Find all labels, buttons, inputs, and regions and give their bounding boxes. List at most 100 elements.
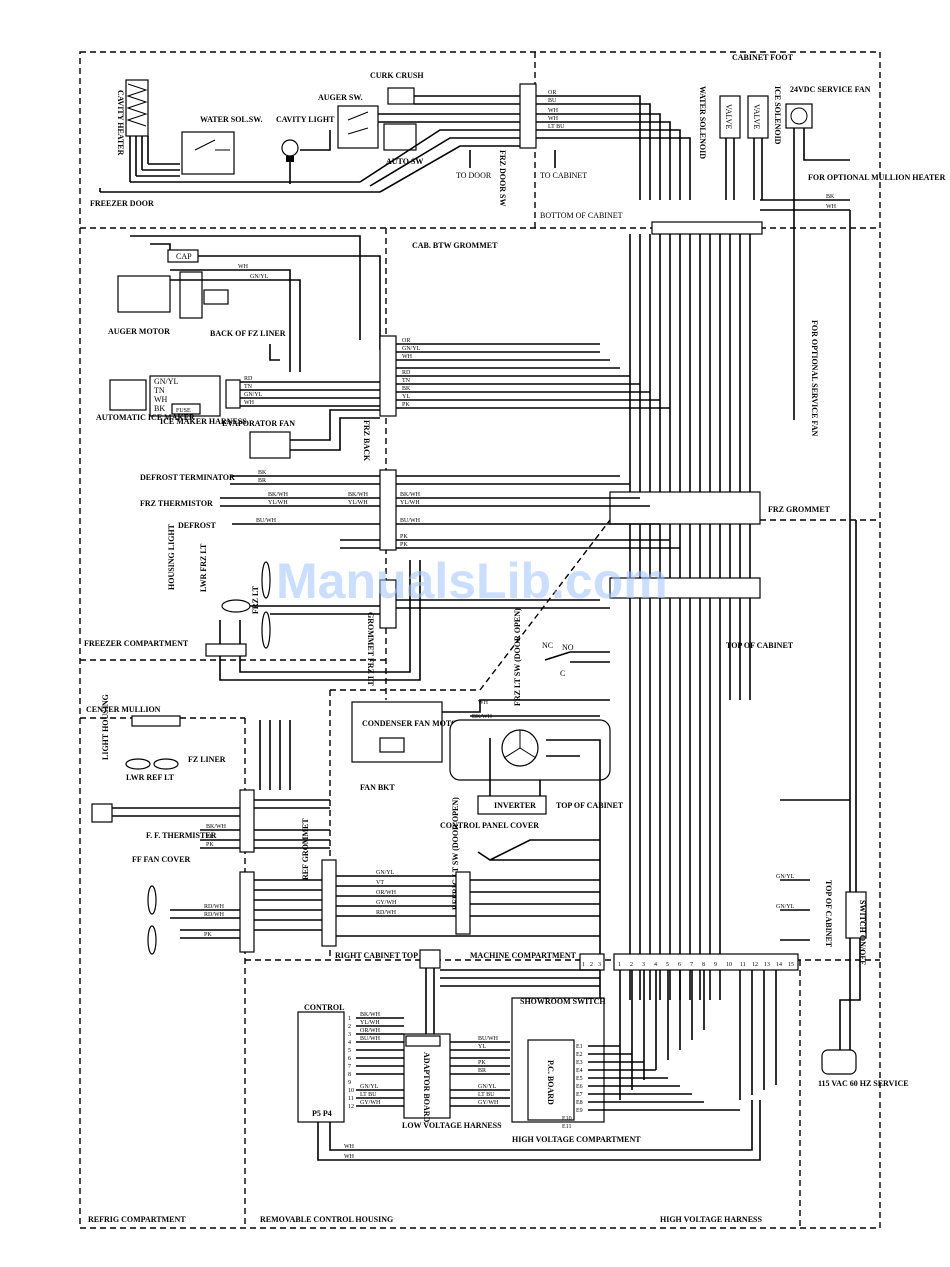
svg-text:BK/WH: BK/WH bbox=[206, 824, 227, 830]
service-plug-symbol bbox=[821, 1049, 857, 1075]
svg-text:NO: NO bbox=[562, 643, 574, 652]
control-box bbox=[297, 1011, 345, 1123]
svg-text:GN/YL: GN/YL bbox=[402, 346, 421, 352]
pc-board-box bbox=[527, 1039, 575, 1121]
svg-text:TN: TN bbox=[402, 378, 411, 384]
svg-text:CAP: CAP bbox=[176, 252, 192, 261]
automatic-ice-maker-label: AUTOMATIC ICE MAKER bbox=[96, 413, 195, 422]
section-labels: FREEZER DOOR BOTTOM OF CABINET FREEZER C… bbox=[84, 199, 762, 1224]
svg-text:E10: E10 bbox=[562, 1116, 572, 1122]
optional-service-fan-label: FOR OPTIONAL SERVICE FAN bbox=[810, 320, 819, 436]
svg-text:1: 1 bbox=[618, 962, 621, 968]
frz-door-sw-connector bbox=[519, 83, 537, 149]
svg-text:E3: E3 bbox=[576, 1060, 583, 1066]
condenser-fan-motor-label: CONDENSER FAN MOTOR bbox=[362, 719, 463, 728]
ff-fan-symbol bbox=[91, 803, 113, 823]
svg-text:PK: PK bbox=[402, 402, 410, 408]
svg-text:E7: E7 bbox=[576, 1092, 583, 1098]
svg-text:E2: E2 bbox=[576, 1052, 583, 1058]
machine-compartment-label: MACHINE COMPARTMENT bbox=[470, 951, 577, 960]
svg-text:2: 2 bbox=[348, 1024, 351, 1030]
right-cabinet-top-label: RIGHT CABINET TOP bbox=[335, 951, 418, 960]
svg-text:E5: E5 bbox=[576, 1076, 583, 1082]
frz-thermistor-label: FRZ THERMISTOR bbox=[140, 499, 213, 508]
pc-board-label: P.C. BOARD bbox=[546, 1060, 555, 1105]
ice-solenoid-label: ICE SOLENOID bbox=[773, 86, 782, 145]
svg-text:8: 8 bbox=[348, 1072, 351, 1078]
showroom-switch-label: SHOWROOM SWITCH bbox=[520, 997, 606, 1006]
svg-text:12: 12 bbox=[752, 962, 758, 968]
svg-text:15: 15 bbox=[788, 962, 794, 968]
high-voltage-compartment-label: HIGH VOLTAGE COMPARTMENT bbox=[512, 1135, 641, 1144]
svg-text:1: 1 bbox=[348, 1016, 351, 1022]
svg-text:TN: TN bbox=[244, 384, 253, 390]
frz-door-switch: TOP OF CABINET FRZ LT SW (DOOR OPEN) NO … bbox=[513, 608, 794, 706]
machine-compartment: CONDENSER FAN MOTOR FAN BKT INVERTER TOP… bbox=[351, 699, 624, 1000]
svg-text:BK/WH: BK/WH bbox=[400, 492, 421, 498]
svg-text:E4: E4 bbox=[576, 1068, 583, 1074]
mullion-heater-label: FOR OPTIONAL MULLION HEATER bbox=[808, 173, 946, 182]
svg-text:BU/WH: BU/WH bbox=[360, 1036, 381, 1042]
svg-text:E11: E11 bbox=[562, 1124, 571, 1130]
svg-text:BK/WH: BK/WH bbox=[472, 714, 493, 720]
back-of-fz-liner-label: BACK OF FZ LINER bbox=[210, 329, 286, 338]
top-of-cabinet-label: TOP OF CABINET bbox=[726, 641, 794, 650]
svg-text:PK: PK bbox=[400, 542, 408, 548]
svg-text:E9: E9 bbox=[576, 1108, 583, 1114]
svg-text:WH: WH bbox=[238, 264, 249, 270]
refrig-lt-sw-label: REFRIG LT SW (DOOR OPEN) bbox=[451, 797, 460, 910]
svg-text:LT BU: LT BU bbox=[360, 1092, 377, 1098]
bottom-of-cabinet-label: BOTTOM OF CABINET bbox=[540, 211, 623, 220]
frz-grommet-lower bbox=[609, 577, 761, 599]
auger-motor-label: AUGER MOTOR bbox=[108, 327, 170, 336]
svg-text:OR: OR bbox=[402, 338, 410, 344]
svg-text:GN/YL: GN/YL bbox=[360, 1084, 379, 1090]
valve1-symbol bbox=[719, 95, 741, 139]
removable-control-housing-label: REMOVABLE CONTROL HOUSING bbox=[260, 1215, 393, 1224]
control-panel-cover: CONTROL PANEL COVER REFRIG LT SW (DOOR O… bbox=[440, 797, 600, 935]
curk-crush-symbol bbox=[387, 87, 415, 105]
svg-text:GY/WH: GY/WH bbox=[478, 1100, 499, 1106]
svg-text:VALVE: VALVE bbox=[724, 104, 733, 129]
svg-text:FUSE: FUSE bbox=[176, 408, 191, 414]
auger-sw-symbol bbox=[337, 105, 379, 149]
svg-text:NC: NC bbox=[542, 641, 553, 650]
svg-text:13: 13 bbox=[764, 962, 770, 968]
svg-text:3: 3 bbox=[598, 962, 601, 968]
refrig-compartment-left: CENTER MULLION LIGHT HOUSING LWR REF LT … bbox=[86, 694, 600, 955]
ff-fan-cover-label: FF FAN COVER bbox=[132, 855, 190, 864]
svg-text:BK/WH: BK/WH bbox=[360, 1012, 381, 1018]
center-mullion-label: CENTER MULLION bbox=[86, 705, 161, 714]
svg-text:4: 4 bbox=[654, 962, 657, 968]
svg-text:WH: WH bbox=[402, 354, 413, 360]
svg-text:11: 11 bbox=[740, 962, 746, 968]
svg-text:10: 10 bbox=[726, 962, 732, 968]
service-label: 115 VAC 60 HZ SERVICE bbox=[818, 1079, 909, 1088]
svg-text:RD: RD bbox=[244, 376, 253, 382]
svg-text:BK/WH: BK/WH bbox=[268, 492, 289, 498]
svg-text:BU/WH: BU/WH bbox=[478, 1036, 499, 1042]
svg-text:2: 2 bbox=[590, 962, 593, 968]
svg-text:WH: WH bbox=[154, 395, 168, 404]
svg-text:9: 9 bbox=[348, 1080, 351, 1086]
svg-text:LT BU: LT BU bbox=[548, 124, 565, 130]
housing-light-label: HOUSING LIGHT bbox=[167, 523, 176, 590]
refrig-compartment-label: REFRIG COMPARTMENT bbox=[88, 1215, 186, 1224]
svg-text:7: 7 bbox=[690, 962, 693, 968]
frz-back-connector-2 bbox=[379, 469, 397, 551]
condenser-fan-motor-symbol bbox=[379, 737, 405, 753]
svg-text:WH: WH bbox=[826, 204, 837, 210]
water-sol-sw-symbol bbox=[181, 131, 235, 175]
svg-text:YL/WH: YL/WH bbox=[268, 500, 288, 506]
svg-text:TN: TN bbox=[154, 386, 165, 395]
cavity-heater-symbol bbox=[125, 79, 149, 137]
water-sol-sw-label: WATER SOL.SW. bbox=[200, 115, 262, 124]
auger-sw-label: AUGER SW. bbox=[318, 93, 363, 102]
svg-text:4: 4 bbox=[348, 1040, 351, 1046]
svg-text:6: 6 bbox=[348, 1056, 351, 1062]
svg-text:14: 14 bbox=[776, 962, 782, 968]
svg-text:PK: PK bbox=[206, 842, 214, 848]
frz-lt-label: FRZ LT bbox=[251, 585, 260, 614]
svg-text:PK: PK bbox=[478, 1060, 486, 1066]
